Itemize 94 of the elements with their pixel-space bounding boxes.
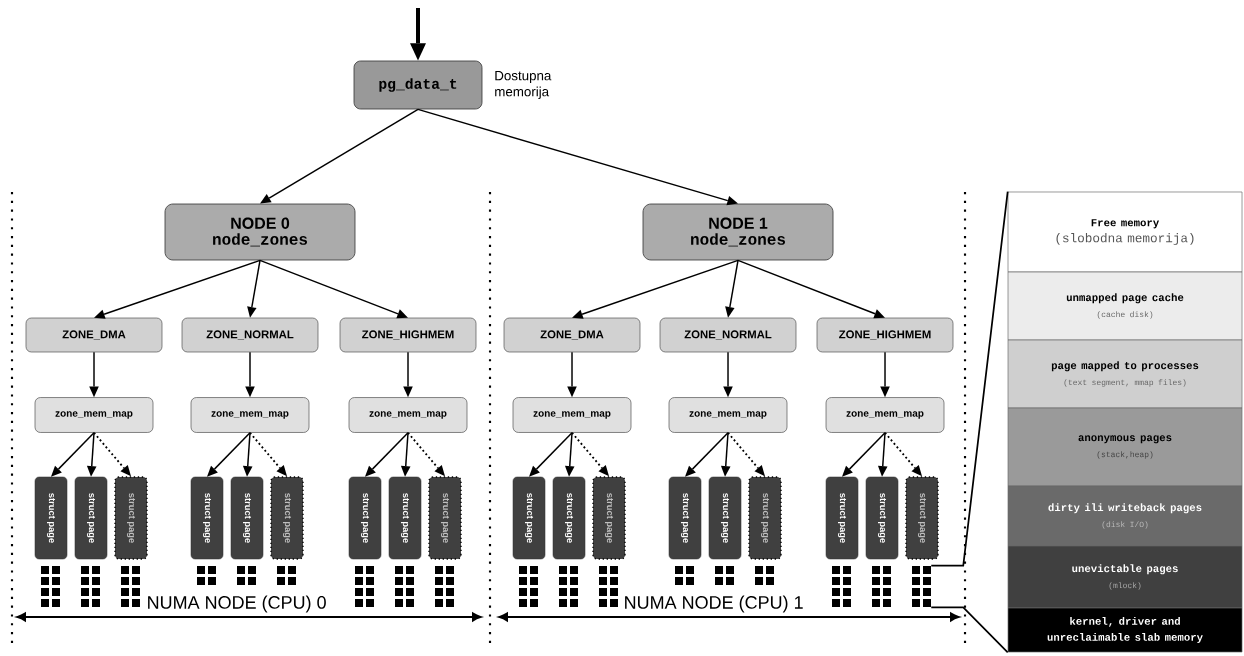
page-box: struct page [230,476,264,560]
page-frame-grid [277,566,296,585]
page-frame-grid [912,566,931,607]
arrow [410,8,426,61]
arrow [249,431,287,477]
arrow [247,259,261,318]
memory-band: dirty ili writeback pages (disk I/O) [1007,485,1243,547]
memory-map-box: zone_mem_map [825,397,945,433]
page-frame-grid [237,566,256,585]
arrow [880,351,890,398]
page-box: struct page [865,476,899,560]
memory-band: Free memory (slobodna memorija) [1007,191,1243,273]
page-box: struct page [190,476,224,560]
arrow [567,351,577,398]
arrow [93,431,131,477]
zone-box: ZONE_DMA [503,317,641,353]
arrow [727,431,765,477]
page-box: struct page [512,476,546,560]
arrow [259,259,408,319]
page-box: struct page [905,476,939,560]
memory-map-box: zone_mem_map [348,397,468,433]
arrow [725,259,739,318]
page-frame-grid [395,566,414,607]
arrow [260,108,419,204]
zone-box: ZONE_NORMAL [659,317,797,353]
page-box: struct page [348,476,382,560]
page-frame-grid [755,566,774,585]
memory-band: unevictable pages (mlock) [1007,545,1243,609]
arrow [571,431,609,477]
page-box: struct page [825,476,859,560]
memory-band: unmapped page cache (cache disk) [1007,271,1243,341]
page-box: struct page [114,476,148,560]
arrow [685,432,729,477]
page-box: struct page [388,476,422,560]
zone-box: ZONE_DMA [25,317,163,353]
arrow [400,432,411,477]
zone-box: ZONE_HIGHMEM [339,317,477,353]
arrow [51,432,95,477]
arrow [242,432,253,477]
page-frame-grid [81,566,100,607]
page-box: struct page [708,476,742,560]
arrow [884,431,922,477]
memory-map-box: zone_mem_map [190,397,310,433]
data-box: pg_data_t [353,60,483,110]
region-label: NUMA NODE (CPU) 0 [145,594,328,614]
memory-map-box: zone_mem_map [668,397,788,433]
page-frame-grid [197,566,216,585]
page-frame-grid [715,566,734,585]
arrow [94,259,261,319]
memory-map-box: zone_mem_map [34,397,154,433]
page-box: struct page [428,476,462,560]
arrow [572,259,739,319]
page-frame-grid [599,566,618,607]
memory-band: kernel, driver and unreclaimable slab memory [1007,607,1243,653]
memory-map-box: zone_mem_map [512,397,632,433]
arrow [564,432,575,477]
memory-band: anonymous pages (stack,heap) [1007,407,1243,487]
node-box: NODE 1 node_zones [642,203,834,261]
page-box: struct page [74,476,108,560]
page-box: struct page [748,476,782,560]
page-box: struct page [592,476,626,560]
page-frame-grid [872,566,891,607]
region-label: NUMA NODE (CPU) 1 [622,594,805,614]
arrow [723,351,733,398]
arrow [89,351,99,398]
page-frame-grid [832,566,851,607]
arrow [407,431,445,477]
arrow [877,432,888,477]
node-box: NODE 0 node_zones [164,203,356,261]
arrow [403,351,413,398]
page-box: struct page [668,476,702,560]
page-frame-grid [675,566,694,585]
arrow [842,432,886,477]
side-label: Dostupna memorija [495,71,552,99]
arrow [207,432,251,477]
page-box: struct page [270,476,304,560]
arrow [417,108,738,206]
page-frame-grid [121,566,140,607]
arrow [529,432,573,477]
page-box: struct page [552,476,586,560]
page-frame-grid [355,566,374,607]
page-box: struct page [34,476,68,560]
arrow [365,432,409,477]
memory-band: page mapped to processes (text segment, mmap files) [1007,339,1243,409]
page-frame-grid [435,566,454,607]
page-frame-grid [519,566,538,607]
page-frame-grid [559,566,578,607]
zone-box: ZONE_NORMAL [181,317,319,353]
arrow [86,432,97,477]
page-frame-grid [41,566,60,607]
arrow [720,432,731,477]
arrow [737,259,885,319]
arrow [245,351,255,398]
zone-box: ZONE_HIGHMEM [816,317,954,353]
